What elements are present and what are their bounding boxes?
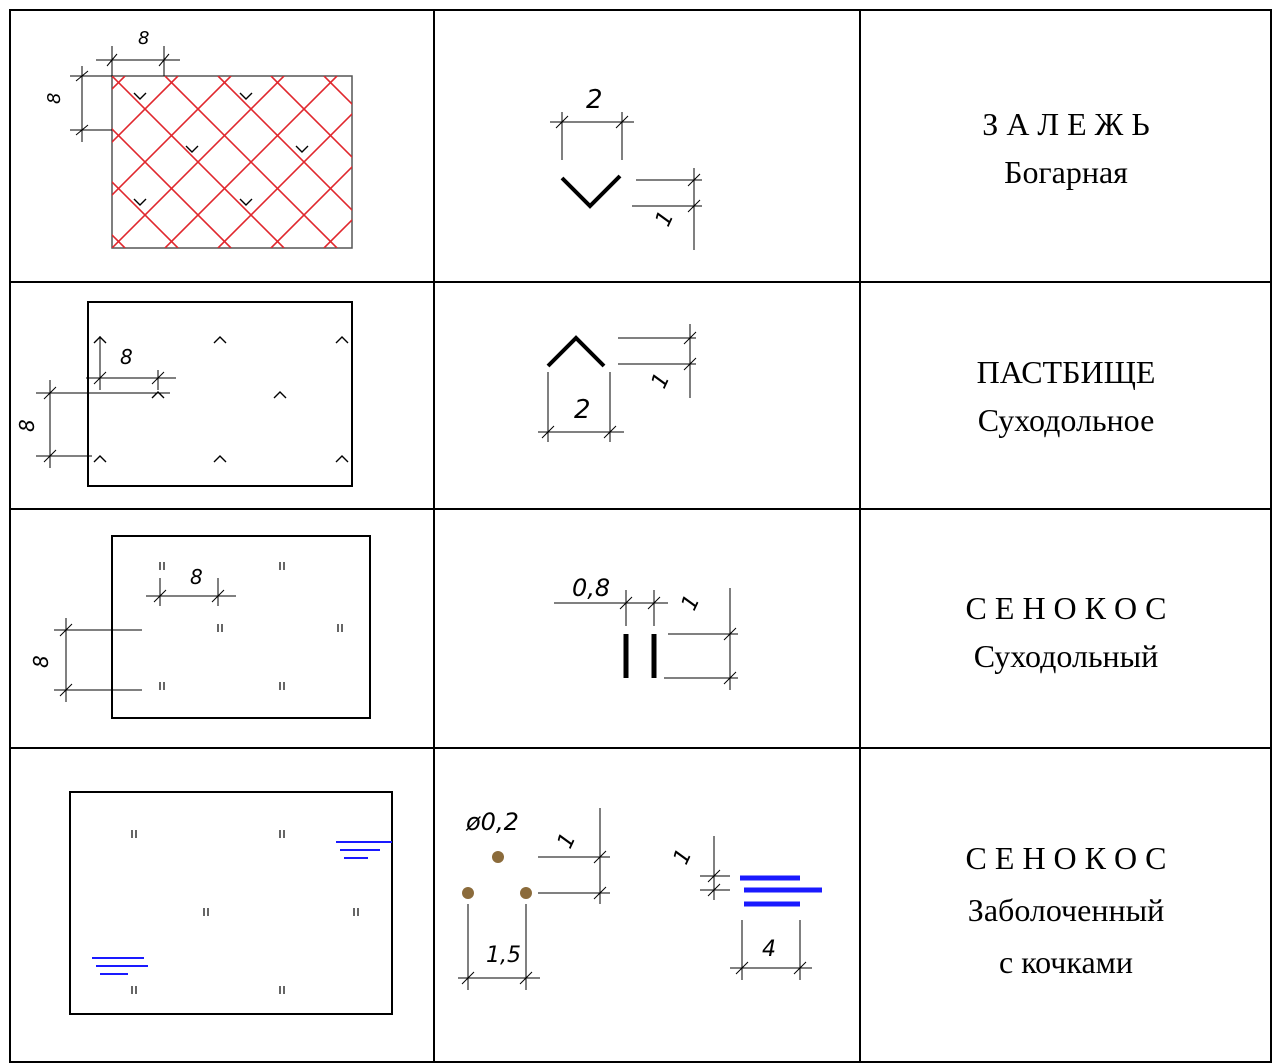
line-spacing-label: 1	[669, 845, 698, 868]
pasture-pattern: 8 8	[15, 301, 353, 487]
hatch-line	[483, 76, 655, 248]
hatch-line	[270, 165, 352, 248]
hayfield-swamp-symbol: ø0,2 1 1,5 1 4	[458, 808, 822, 990]
symbol-height-label: 1	[651, 207, 680, 230]
symbol-gap-label: 0,8	[572, 574, 610, 602]
row2-title: ПАСТБИЩЕ	[976, 354, 1156, 390]
pattern-height-label: 8	[29, 655, 53, 668]
line-width-label: 4	[762, 937, 776, 962]
chevron-up-icon	[546, 335, 606, 368]
fallow-pattern: 8 8	[44, 28, 867, 249]
row1-subtitle: Богарная	[1004, 154, 1128, 190]
hatch-line	[112, 180, 179, 248]
diameter-label: ø0,2	[465, 808, 519, 836]
pattern-width-label: 8	[120, 345, 133, 369]
hatch-line	[164, 76, 338, 248]
hatch-line	[377, 76, 549, 248]
row4-title: С Е Н О К О С	[965, 840, 1167, 876]
hatch-line	[270, 76, 352, 159]
row3-title: С Е Н О К О С	[965, 590, 1167, 626]
fallow-symbol: 2 1	[550, 85, 702, 250]
hatch-line	[112, 76, 285, 248]
table-grid	[9, 9, 1272, 1063]
symbol-width-label: 2	[586, 85, 603, 115]
hatch-line	[483, 76, 655, 248]
vertical-spacing-label: 1	[553, 829, 582, 852]
hatch-line	[430, 76, 602, 248]
symbol-height-label: 1	[677, 591, 706, 614]
double-tick-icon	[623, 634, 657, 678]
pattern-width-label: 8	[190, 565, 203, 589]
pasture-symbol: 2 1	[538, 324, 697, 442]
row4-subtitle: Заболоченный	[967, 892, 1165, 928]
hayfield-swamp-pattern	[69, 791, 393, 1015]
row2-subtitle: Суходольное	[977, 402, 1155, 438]
hatch-line	[695, 76, 867, 248]
horizontal-spacing-label: 1,5	[486, 943, 521, 968]
hayfield-dry-symbol: 0,8 1	[554, 574, 738, 690]
hummock-dots	[462, 851, 532, 899]
hatch-line	[377, 76, 549, 248]
hatch-line	[695, 76, 867, 248]
pattern-width-label: 8	[138, 28, 149, 49]
row1-title: З А Л Е Ж Ь	[982, 106, 1150, 142]
hatch-line	[112, 76, 232, 197]
hatch-line	[112, 76, 179, 144]
row4-subtitle-2: с кочками	[998, 944, 1134, 980]
hayfield-dry-pattern: 8 8	[29, 535, 371, 719]
symbol-height-label: 1	[647, 369, 676, 392]
pattern-height-label: 8	[44, 93, 65, 104]
chevron-down-icon	[560, 174, 622, 209]
hatch-line	[536, 76, 708, 248]
row3-subtitle: Суходольный	[973, 638, 1159, 674]
symbol-width-label: 2	[574, 395, 591, 425]
hatch-line	[217, 112, 352, 248]
swamp-lines-icon	[92, 841, 392, 975]
hatch-line	[430, 76, 602, 248]
hatch-line	[536, 76, 708, 248]
pattern-height-label: 8	[15, 419, 39, 432]
